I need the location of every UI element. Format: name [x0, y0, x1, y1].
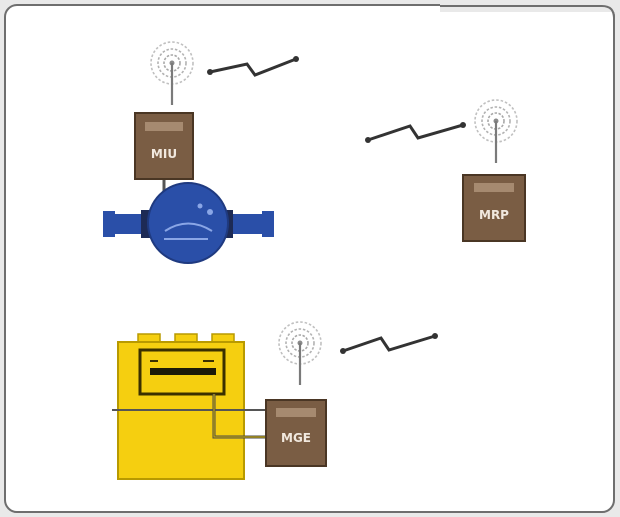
mge-label: MGE	[281, 431, 311, 445]
miu-device: MIU	[134, 112, 194, 180]
mrp-device: MRP	[462, 174, 526, 242]
mge-device: MGE	[265, 399, 327, 467]
mrp-label: MRP	[479, 208, 509, 222]
miu-label: MIU	[151, 147, 177, 161]
mge-radio-link-icon	[340, 333, 438, 354]
gas-meter-icon	[112, 333, 265, 480]
mrp-radio-link-icon	[365, 122, 466, 143]
miu-radio-link-icon	[207, 56, 299, 77]
water-meter-icon	[103, 182, 274, 264]
